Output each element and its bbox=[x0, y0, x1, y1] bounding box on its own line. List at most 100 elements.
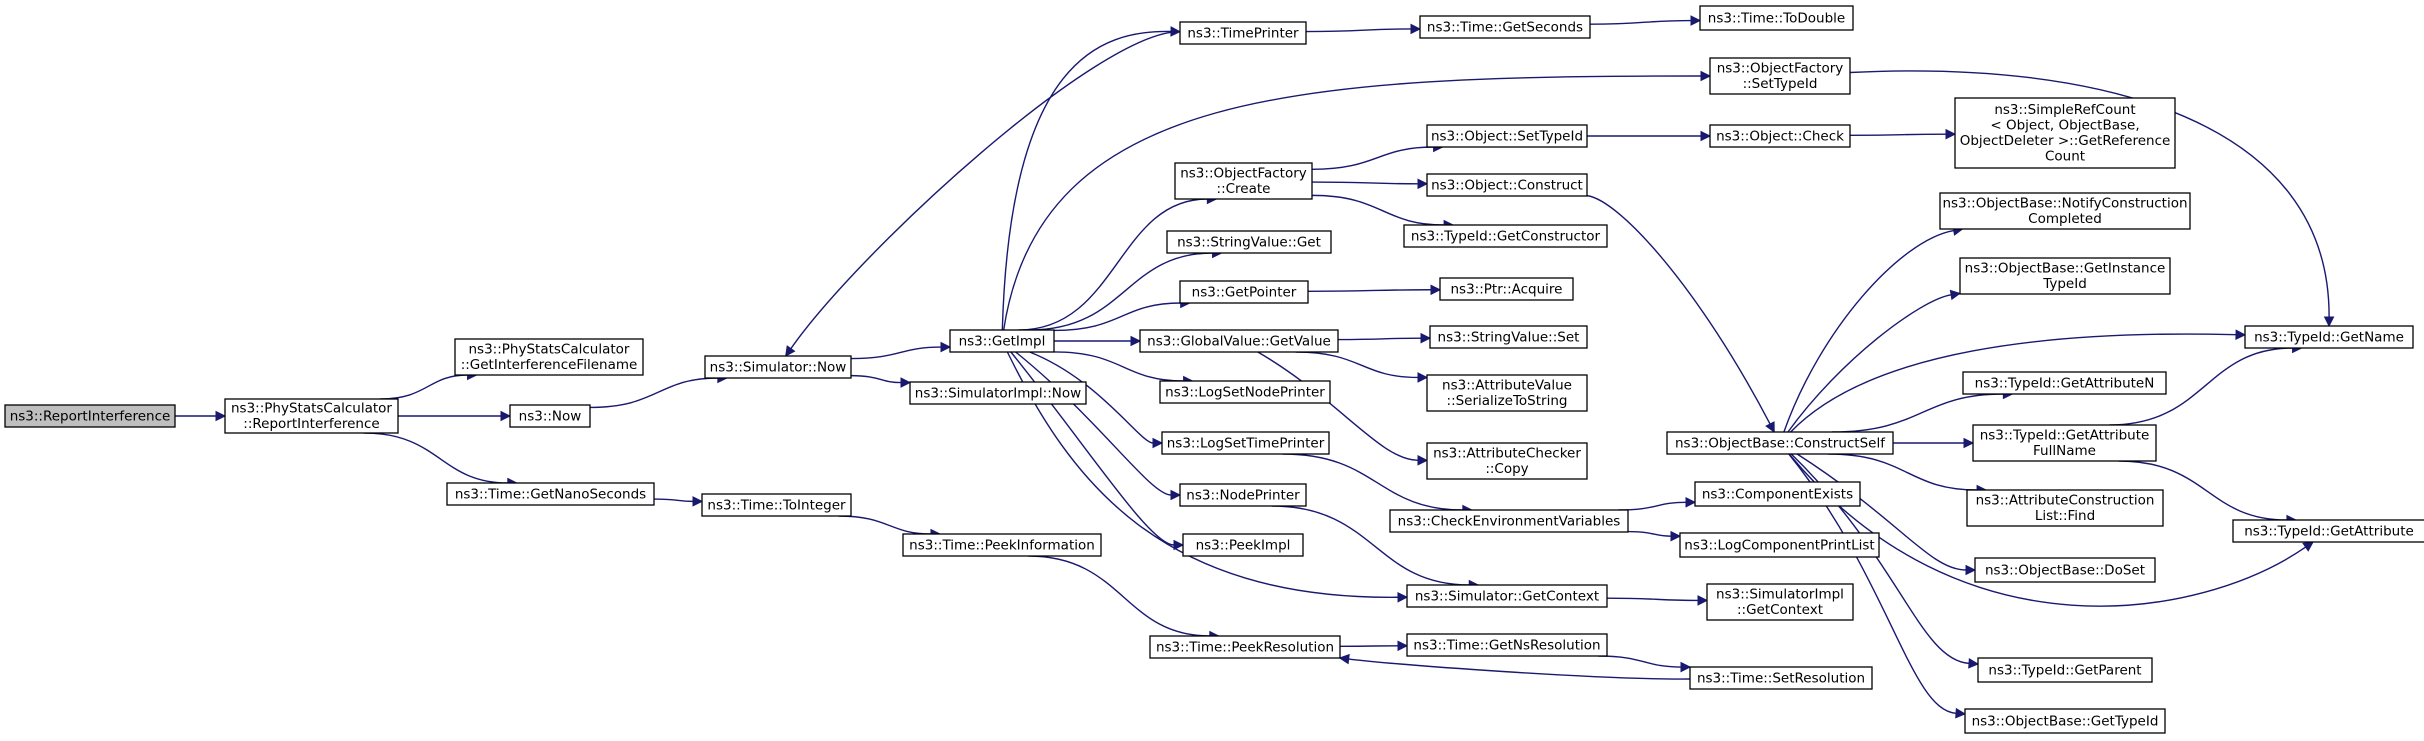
edge-arrowhead bbox=[1417, 178, 1429, 190]
edge-arrowhead bbox=[2302, 541, 2314, 552]
node-object-base-notify-construction[interactable]: ns3::ObjectBase::NotifyConstructionCompl… bbox=[1939, 192, 2191, 230]
edge-line bbox=[2109, 347, 2293, 426]
node-box bbox=[1699, 5, 1854, 31]
node-label: ns3::Time::GetSeconds bbox=[1427, 19, 1583, 35]
edge-arrowhead bbox=[900, 377, 912, 388]
node-type-id-get-attribute-n[interactable]: ns3::TypeId::GetAttributeN bbox=[1962, 371, 2167, 395]
edge-line bbox=[379, 374, 468, 400]
node-attribute-value-serialize[interactable]: ns3::AttributeValue::SerializeToString bbox=[1426, 374, 1588, 412]
node-attribute-checker-copy[interactable]: ns3::AttributeChecker::Copy bbox=[1426, 442, 1588, 480]
edge-object-factory-set-type-id-to-type-id-get-name bbox=[1849, 70, 2335, 328]
node-box bbox=[1159, 380, 1331, 404]
node-time-peek-information[interactable]: ns3::Time::PeekInformation bbox=[902, 533, 1102, 557]
edge-time-get-nanoseconds-to-time-to-integer bbox=[653, 496, 704, 507]
edge-arrowhead bbox=[1130, 335, 1142, 347]
node-object-base-construct-self[interactable]: ns3::ObjectBase::ConstructSelf bbox=[1666, 431, 1894, 455]
node-time-printer[interactable]: ns3::TimePrinter bbox=[1179, 21, 1307, 45]
edge-line bbox=[653, 498, 694, 503]
node-object-base-get-type-id[interactable]: ns3::ObjectBase::GetTypeId bbox=[1964, 708, 2166, 734]
node-object-factory-set-type-id[interactable]: ns3::ObjectFactory::SetTypeId bbox=[1709, 57, 1851, 95]
edge-arrowhead bbox=[1700, 70, 1712, 82]
node-time-get-nanoseconds[interactable]: ns3::Time::GetNanoSeconds bbox=[446, 482, 655, 506]
node-time-peek-resolution[interactable]: ns3::Time::PeekResolution bbox=[1149, 635, 1341, 659]
edge-line bbox=[1796, 453, 1967, 571]
node-box bbox=[704, 355, 852, 379]
node-label: ns3::StringValue::Set bbox=[1438, 329, 1580, 345]
edge-arrowhead bbox=[1410, 23, 1422, 35]
node-label: ns3::ObjectBase::ConstructSelf bbox=[1675, 435, 1886, 451]
node-box bbox=[909, 381, 1087, 405]
node-time-to-integer[interactable]: ns3::Time::ToInteger bbox=[701, 493, 852, 517]
node-physc-get-interference-filename[interactable]: ns3::PhyStatsCalculator::GetInterference… bbox=[454, 338, 644, 376]
node-label: ns3::ObjectFactory bbox=[1180, 166, 1307, 182]
node-simulator-now[interactable]: ns3::Simulator::Now bbox=[704, 355, 852, 379]
edge-time-printer-to-simulator-now bbox=[785, 30, 1181, 357]
node-type-id-get-constructor[interactable]: ns3::TypeId::GetConstructor bbox=[1403, 224, 1608, 248]
node-type-id-get-attribute[interactable]: ns3::TypeId::GetAttribute bbox=[2232, 519, 2424, 543]
node-label: ns3::GetPointer bbox=[1192, 284, 1297, 300]
edge-simulator-now-to-simulator-impl-now bbox=[850, 374, 912, 388]
edge-arrowhead bbox=[692, 496, 704, 507]
node-simulator-impl-now[interactable]: ns3::SimulatorImpl::Now bbox=[909, 381, 1087, 405]
node-label: ns3::ObjectBase::NotifyConstruction bbox=[1942, 196, 2187, 212]
node-physc-report-interference[interactable]: ns3::PhyStatsCalculator::ReportInterfere… bbox=[224, 398, 399, 434]
node-node-printer[interactable]: ns3::NodePrinter bbox=[1179, 483, 1307, 507]
node-object-factory-create[interactable]: ns3::ObjectFactory::Create bbox=[1174, 162, 1313, 200]
node-component-exists[interactable]: ns3::ComponentExists bbox=[1694, 481, 1861, 507]
node-type-id-get-name[interactable]: ns3::TypeId::GetName bbox=[2244, 325, 2414, 349]
node-simulator-get-context[interactable]: ns3::Simulator::GetContext bbox=[1406, 584, 1608, 608]
node-box bbox=[1179, 21, 1307, 45]
node-object-set-type-id[interactable]: ns3::Object::SetTypeId bbox=[1426, 124, 1588, 148]
node-get-pointer[interactable]: ns3::GetPointer bbox=[1179, 280, 1309, 304]
node-check-environment-variables[interactable]: ns3::CheckEnvironmentVariables bbox=[1389, 509, 1629, 533]
node-time-get-ns-resolution[interactable]: ns3::Time::GetNsResolution bbox=[1406, 633, 1608, 657]
edge-arrowhead bbox=[1965, 564, 1977, 576]
node-log-set-time-printer[interactable]: ns3::LogSetTimePrinter bbox=[1161, 431, 1330, 455]
node-object-check[interactable]: ns3::Object::Check bbox=[1709, 124, 1851, 148]
edge-line bbox=[1028, 555, 1210, 637]
edge-arrowhead bbox=[1963, 437, 1975, 449]
node-time-get-seconds[interactable]: ns3::Time::GetSeconds bbox=[1419, 15, 1591, 39]
node-ptr-acquire[interactable]: ns3::Ptr::Acquire bbox=[1439, 277, 1574, 301]
node-simple-ref-count[interactable]: ns3::SimpleRefCount< Object, ObjectBase,… bbox=[1954, 97, 2176, 169]
edge-arrowhead bbox=[940, 341, 952, 353]
node-log-component-print-list[interactable]: ns3::LogComponentPrintList bbox=[1679, 532, 1880, 558]
node-label: ::ReportInterference bbox=[243, 416, 379, 432]
node-simulator-impl-get-context[interactable]: ns3::SimulatorImpl::GetContext bbox=[1706, 583, 1854, 621]
node-label: ::GetContext bbox=[1737, 602, 1823, 618]
node-label: ns3::Time::PeekInformation bbox=[909, 537, 1095, 553]
node-label: ns3::TypeId::GetAttributeN bbox=[1975, 375, 2155, 391]
call-graph-edges bbox=[174, 15, 2335, 719]
node-box bbox=[1694, 481, 1861, 507]
node-type-id-get-parent[interactable]: ns3::TypeId::GetParent bbox=[1977, 657, 2153, 683]
node-time-to-double[interactable]: ns3::Time::ToDouble bbox=[1699, 5, 1854, 31]
node-report-interference[interactable]: ns3::ReportInterference bbox=[4, 404, 176, 428]
node-object-construct[interactable]: ns3::Object::Construct bbox=[1426, 173, 1588, 197]
node-now[interactable]: ns3::Now bbox=[509, 404, 591, 428]
node-label: ::SerializeToString bbox=[1447, 393, 1568, 409]
node-label: ::SetTypeId bbox=[1743, 76, 1818, 92]
node-box bbox=[1139, 329, 1339, 353]
node-peek-impl[interactable]: ns3::PeekImpl bbox=[1182, 533, 1304, 557]
node-label: ns3::SimulatorImpl bbox=[1716, 587, 1844, 603]
node-string-value-set[interactable]: ns3::StringValue::Set bbox=[1429, 325, 1588, 349]
edge-get-pointer-to-ptr-acquire bbox=[1307, 284, 1442, 296]
edge-arrowhead bbox=[1697, 595, 1709, 606]
node-label: ns3::AttributeChecker bbox=[1433, 446, 1581, 462]
node-string-value-get[interactable]: ns3::StringValue::Get bbox=[1166, 230, 1332, 254]
node-box bbox=[1977, 657, 2153, 683]
edge-arrowhead bbox=[1397, 591, 1409, 603]
node-time-set-resolution[interactable]: ns3::Time::SetResolution bbox=[1689, 666, 1873, 690]
node-box bbox=[1166, 230, 1332, 254]
node-log-set-node-printer[interactable]: ns3::LogSetNodePrinter bbox=[1159, 380, 1331, 404]
edge-arrowhead bbox=[2235, 329, 2247, 340]
node-get-impl[interactable]: ns3::GetImpl bbox=[949, 329, 1055, 353]
node-global-value-get-value[interactable]: ns3::GlobalValue::GetValue bbox=[1139, 329, 1339, 353]
edge-line bbox=[1618, 501, 1687, 511]
node-object-base-do-set[interactable]: ns3::ObjectBase::DoSet bbox=[1974, 557, 2156, 583]
edge-arrowhead bbox=[1949, 289, 1962, 301]
